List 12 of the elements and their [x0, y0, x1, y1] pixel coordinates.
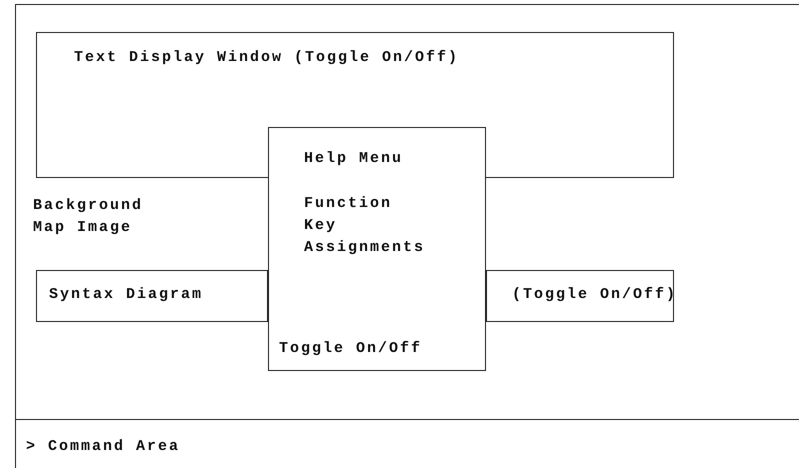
panel-title: (Toggle On/Off) — [512, 286, 678, 303]
help-menu-panel — [268, 127, 486, 371]
menu-text: Function Key Assignments — [304, 194, 426, 258]
syntax-diagram-panel — [36, 270, 268, 322]
toggle-panel — [486, 270, 674, 322]
toggle-text: Toggle On/Off — [279, 340, 422, 357]
panel-title: Help Menu — [304, 150, 404, 167]
panel-title: Text Display Window (Toggle On/Off) — [74, 49, 460, 66]
area-label: Background Map Image — [33, 196, 144, 238]
command-prompt: > Command Area — [26, 438, 180, 455]
map-background-area — [15, 4, 799, 420]
panel-title: Syntax Diagram — [49, 286, 204, 303]
